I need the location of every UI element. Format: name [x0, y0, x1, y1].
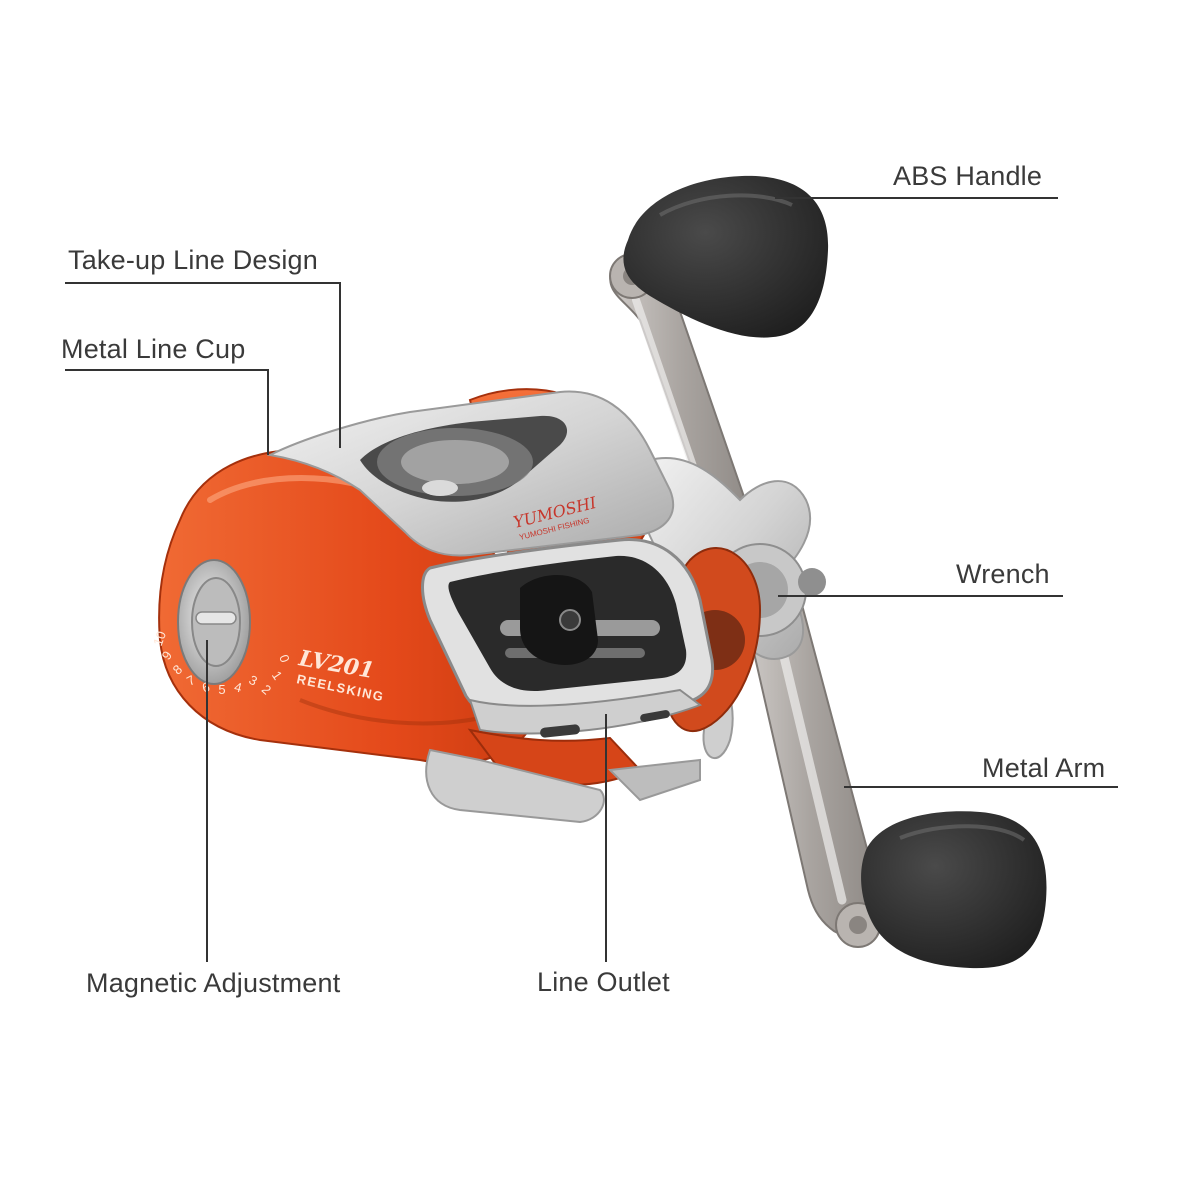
- dial-number: 10: [150, 629, 169, 648]
- dial-number: 5: [218, 682, 225, 697]
- leader-metal-line-cup: [65, 369, 269, 455]
- label-take-up-line-design: Take-up Line Design: [68, 245, 318, 275]
- label-metal-line-cup: Metal Line Cup: [61, 334, 246, 364]
- label-magnetic-adjustment: Magnetic Adjustment: [86, 968, 341, 998]
- dial-number: 0: [276, 652, 293, 664]
- leader-take-up-line-design: [65, 282, 341, 448]
- leader-lines: [65, 197, 1118, 962]
- label-abs-handle: ABS Handle: [893, 161, 1043, 191]
- reel-body: YUMOSHI YUMOSHI FISHING LV201 REELSKING: [158, 388, 715, 824]
- dial-number: 4: [233, 679, 244, 695]
- label-metal-arm: Metal Arm: [982, 753, 1106, 783]
- dial-number: 6: [201, 679, 212, 695]
- label-line-outlet: Line Outlet: [537, 967, 670, 997]
- abs-handle-knob-top: [623, 175, 829, 338]
- label-wrench: Wrench: [956, 559, 1050, 589]
- abs-handle-knob-bottom: [861, 811, 1047, 969]
